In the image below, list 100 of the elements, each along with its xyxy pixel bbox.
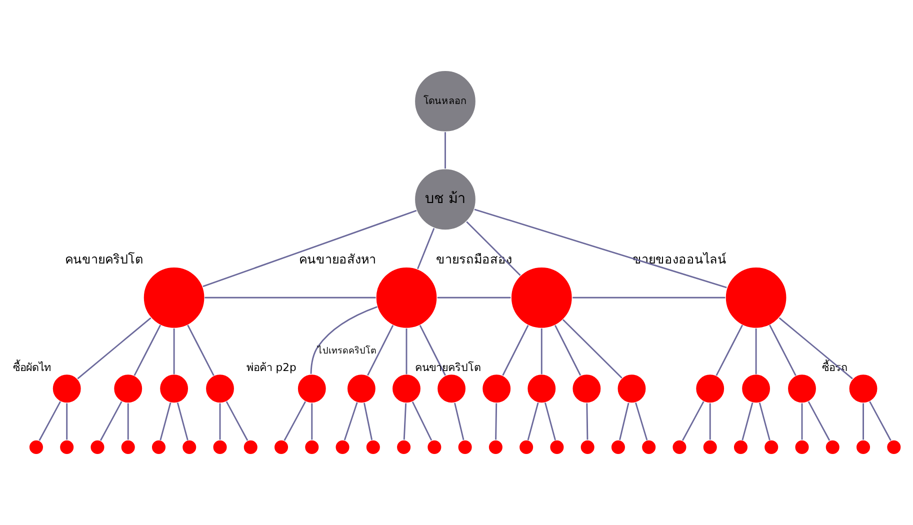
node-circle: [392, 374, 422, 404]
node-circle: [824, 440, 840, 455]
connector: [572, 296, 726, 298]
node-circle: [182, 440, 198, 455]
node-circle: [672, 440, 688, 455]
connector: [412, 402, 432, 441]
node-circle: [426, 440, 442, 455]
connector: [417, 228, 435, 270]
connector: [716, 324, 744, 376]
node-circle: [151, 440, 166, 455]
connector: [226, 401, 248, 441]
node-circle: [90, 440, 106, 455]
node-circle: [787, 374, 817, 404]
node-circle: [457, 440, 473, 455]
connector: [742, 402, 754, 440]
node-circle: [159, 374, 189, 404]
node-label: พ่อค้า p2p: [246, 361, 296, 374]
node-circle: [334, 440, 350, 455]
connector: [495, 403, 498, 440]
node-circle: [518, 440, 534, 455]
connector: [344, 402, 358, 440]
connector: [862, 403, 864, 440]
node-circle: [610, 440, 626, 455]
node-circle: [274, 440, 289, 455]
connector: [682, 401, 704, 441]
node-circle: [616, 374, 647, 404]
node-circle: [733, 440, 748, 455]
node-circle: [848, 374, 878, 404]
node-label: คนขายอสังหา: [299, 252, 376, 267]
connector: [778, 317, 853, 380]
node-circle: [242, 440, 258, 455]
node-circle: [304, 440, 320, 455]
connector: [134, 324, 162, 376]
connector: [769, 324, 796, 376]
connector: [127, 403, 129, 440]
node-circle: [59, 440, 74, 455]
connector: [502, 324, 529, 376]
connector: [619, 402, 630, 440]
connector: [562, 319, 622, 378]
node-circle: [695, 374, 725, 404]
connector: [586, 403, 588, 440]
node-circle: [212, 440, 228, 455]
node-circle: [120, 440, 136, 455]
node-label: ซื้อผัดไท: [13, 361, 52, 374]
node-circle: บช ม้า: [414, 168, 476, 231]
node-circle: [510, 266, 573, 329]
connector: [219, 403, 221, 440]
connector: [311, 403, 313, 440]
connector: [202, 210, 417, 288]
connector: [544, 402, 556, 440]
connector: [437, 296, 511, 298]
connector: [554, 324, 582, 376]
node-circle: [488, 440, 504, 455]
node-circle: [741, 374, 771, 404]
connector: [173, 328, 175, 374]
connector: [310, 306, 378, 374]
node-circle: [794, 440, 810, 455]
connector: [635, 402, 648, 440]
node-circle: [764, 440, 780, 455]
node-circle: [396, 440, 412, 455]
node-circle: [724, 266, 788, 329]
connector: [419, 324, 446, 376]
node-circle: [436, 374, 466, 404]
node-circle: [297, 374, 327, 404]
connector: [403, 403, 407, 440]
node-label: ขายของออนไลน์: [632, 252, 726, 267]
connector: [758, 402, 770, 440]
connector: [527, 402, 539, 440]
node-circle: [702, 440, 718, 455]
connector: [176, 402, 188, 440]
node-circle: [142, 266, 206, 329]
connector: [367, 324, 394, 376]
connector: [869, 401, 892, 441]
connector: [364, 402, 373, 440]
connector: [454, 402, 464, 440]
connector: [755, 328, 757, 374]
node-circle: โดนหลอก: [414, 70, 476, 132]
node-label: คนขายคริปโต: [65, 252, 144, 267]
connector: [187, 324, 214, 376]
node-circle: [482, 374, 512, 404]
connector: [204, 296, 376, 298]
node-circle: [346, 374, 376, 404]
node-circle: [641, 440, 656, 455]
connector: [444, 132, 446, 169]
connector: [66, 403, 68, 440]
connector: [284, 401, 306, 441]
node-circle: [886, 440, 902, 455]
connector: [77, 317, 152, 380]
connector: [160, 402, 172, 440]
node-circle: [205, 374, 235, 404]
node-circle: [52, 374, 82, 404]
connector: [474, 208, 727, 288]
connector: [100, 401, 122, 441]
connector: [709, 403, 711, 440]
node-circle: [580, 440, 596, 455]
connector: [540, 328, 542, 374]
node-circle: [113, 374, 143, 404]
node-circle: [28, 440, 44, 455]
node-circle: [856, 440, 871, 455]
node-circle: [366, 440, 381, 455]
